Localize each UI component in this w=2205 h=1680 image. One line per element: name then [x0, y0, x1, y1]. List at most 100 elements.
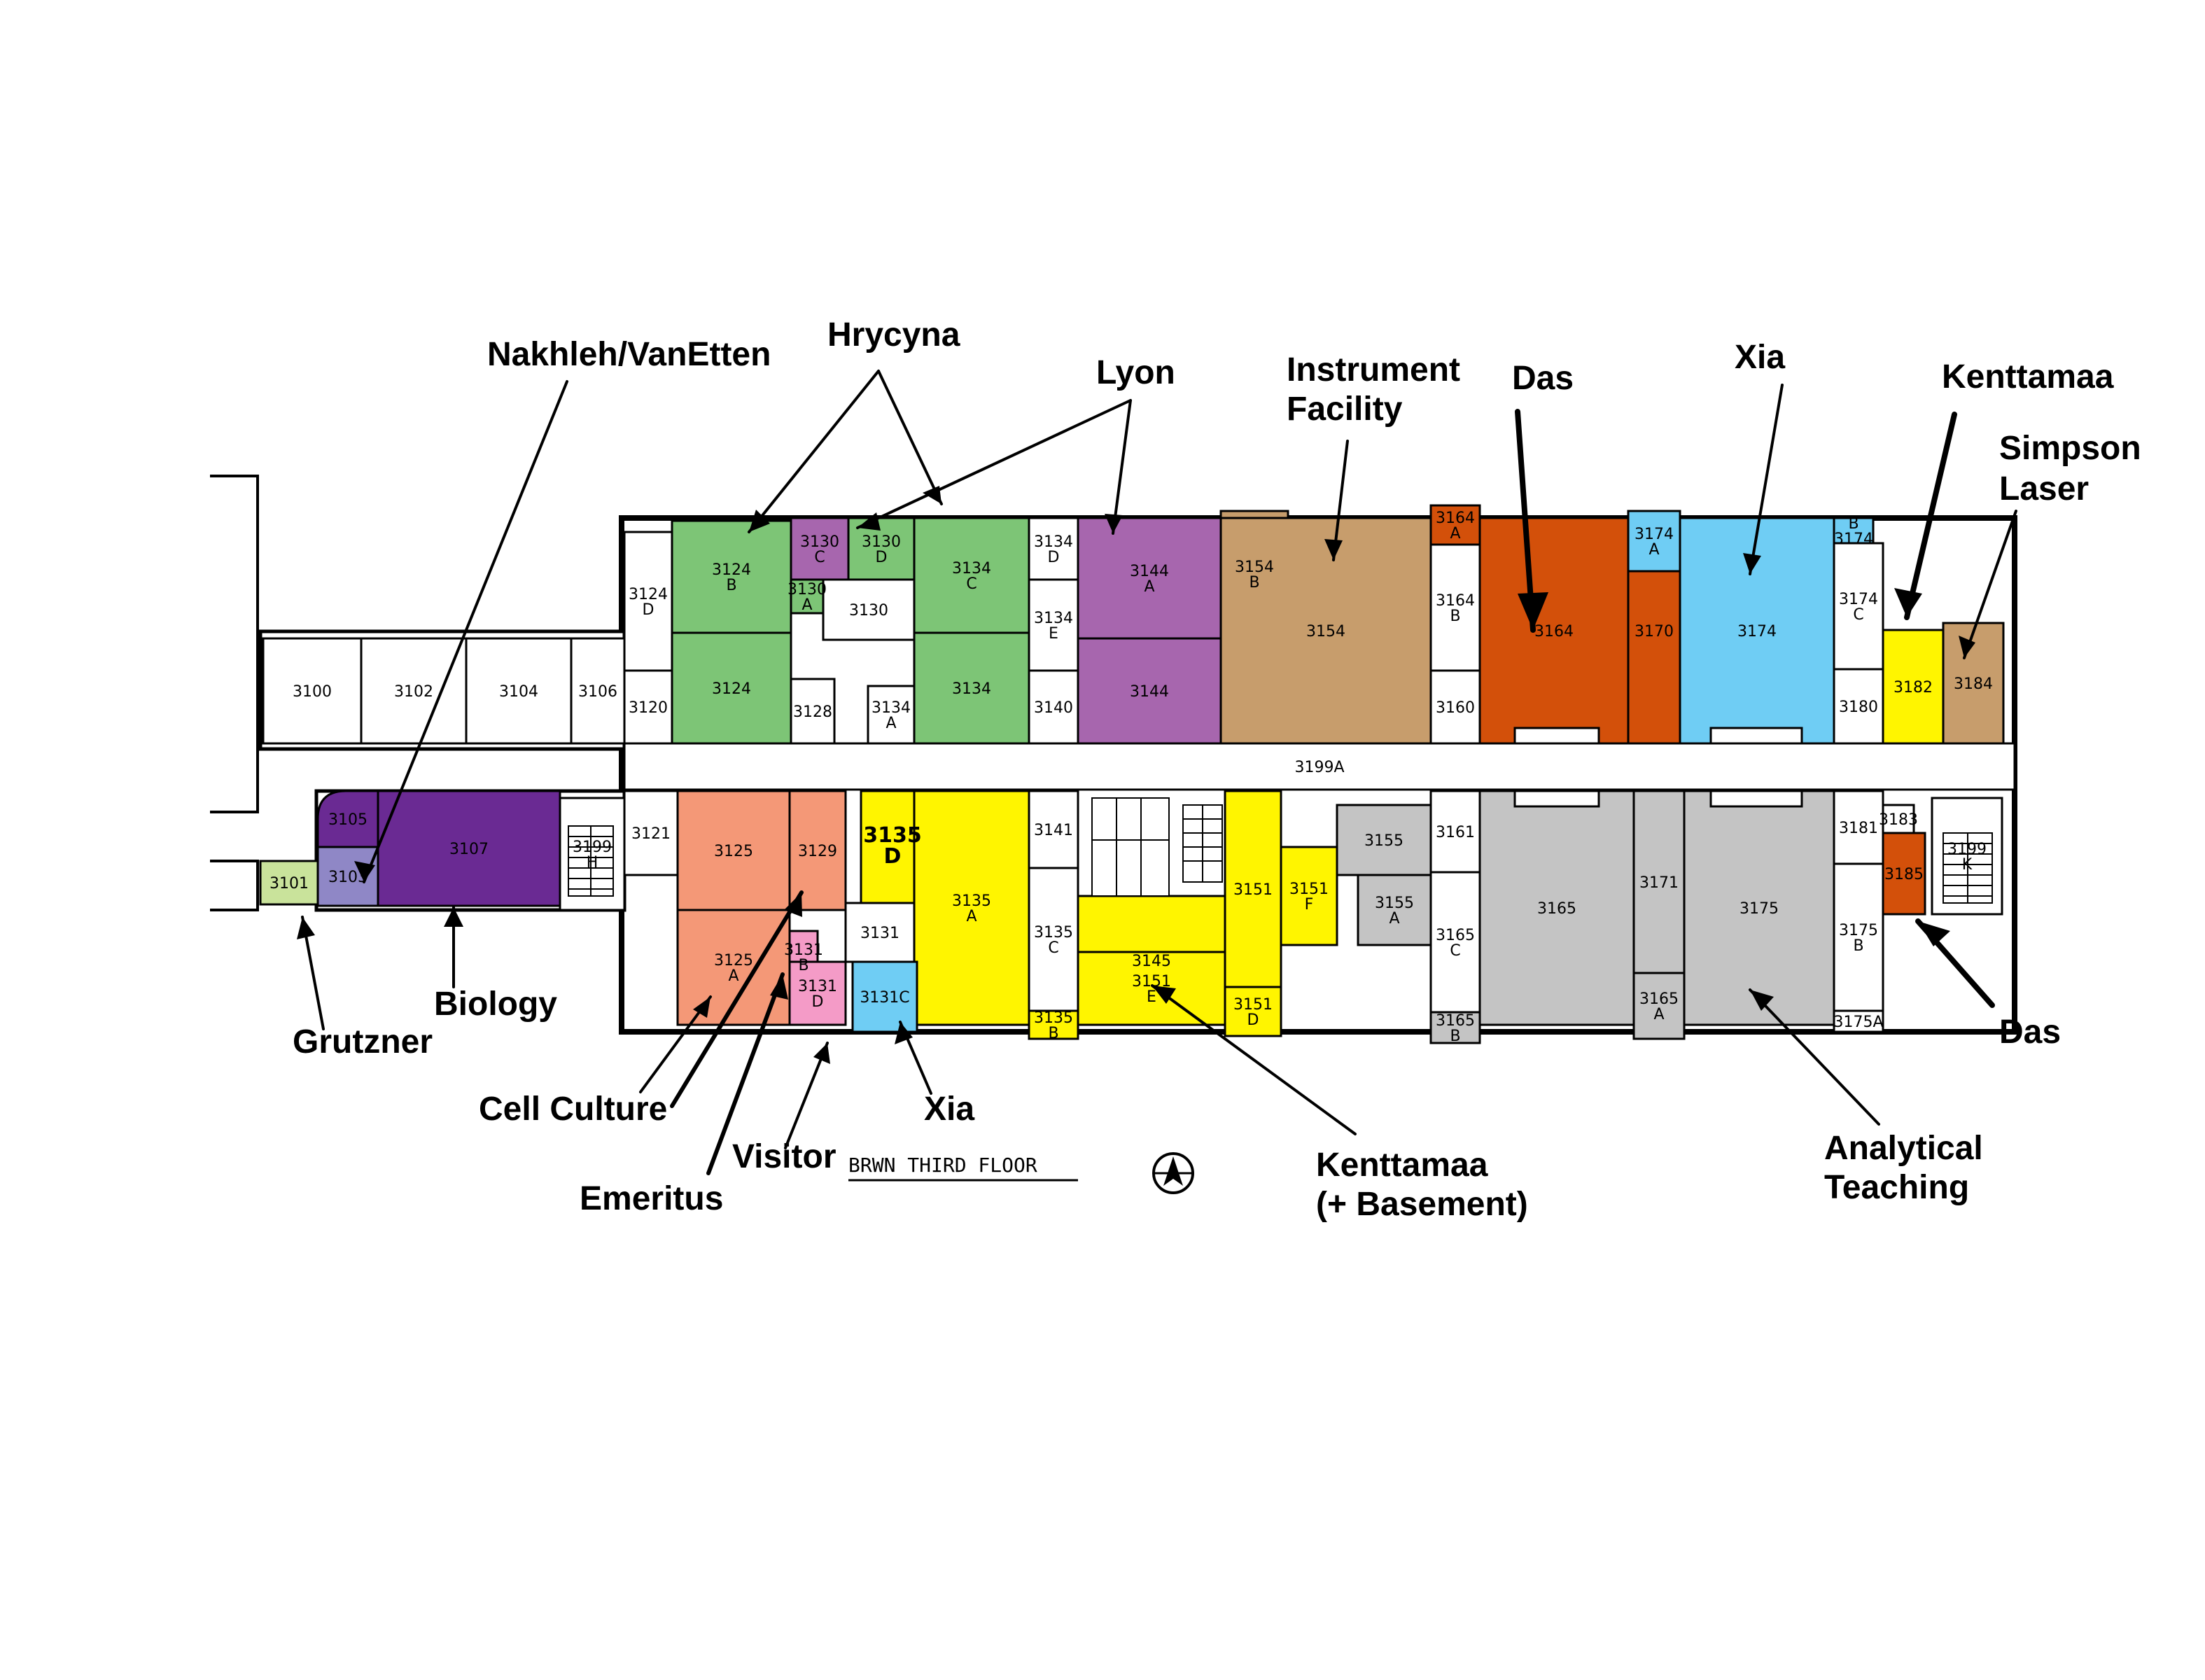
room-label-r3144a-0: 3144 [1130, 563, 1169, 580]
room-label-r3130a-1: A [802, 596, 812, 614]
room-label-r3185: 3185 [1884, 866, 1924, 883]
lab-benches [1513, 727, 1803, 808]
room-label-r3164b-1: B [1450, 608, 1460, 625]
room-label-r3134a-1: A [886, 715, 896, 732]
room-label-r3105: 3105 [328, 811, 368, 829]
room-label-r3184: 3184 [1954, 676, 1993, 693]
room-label-r3151d-0: 3151 [1233, 996, 1273, 1014]
label-simpson-2: Laser [1999, 470, 2089, 507]
room-r3154 [1219, 517, 1432, 745]
room-label-r3155a-0: 3155 [1375, 895, 1414, 912]
room-label-r3130c-0: 3130 [800, 533, 839, 551]
room-label-r3174a-1: A [1648, 541, 1659, 559]
room-label-r3165c-0: 3165 [1436, 927, 1475, 944]
annotation-labels: Nakhleh/VanEtten Hrycyna Lyon Instrument… [293, 316, 2141, 1223]
room-label-r3154b-0: 3154 [1235, 559, 1274, 576]
caption-text: BRWN THIRD FLOOR [848, 1154, 1037, 1177]
room-label-r3171: 3171 [1639, 874, 1679, 892]
label-das-top: Das [1512, 360, 1574, 397]
room-label-r3101: 3101 [270, 875, 309, 892]
room-label-r3174b-0: B [1848, 515, 1858, 533]
room-label-r3164: 3164 [1534, 623, 1574, 640]
room-label-r3106: 3106 [578, 683, 617, 701]
room-r3165c [1429, 871, 1481, 1014]
room-r3144 [1077, 637, 1222, 745]
room-label-r3180: 3180 [1839, 699, 1878, 716]
label-instrument-1: Instrument [1287, 351, 1460, 388]
room-r3103 [316, 846, 379, 907]
room-label-r3131d-1: D [812, 993, 824, 1011]
room-label-r3135d-0: 3135 [863, 823, 922, 848]
room-label-r3151e-1: E [1147, 988, 1156, 1006]
room-label-r3182: 3182 [1893, 679, 1933, 696]
room-label-r3145: 3145 [1132, 953, 1171, 970]
room-r3171 [1632, 790, 1686, 974]
room-label-r3183: 3183 [1879, 811, 1918, 829]
room-r3164a [1429, 504, 1481, 546]
room-label-r3174b-1: 3174 [1834, 531, 1873, 548]
room-r3175 [1683, 790, 1835, 1026]
bottom-rooms [259, 790, 2003, 1044]
room-label-r3131d-0: 3131 [798, 978, 837, 995]
room-label-r3199h-0: 3199 [573, 839, 612, 856]
room-label-r3155a-1: A [1389, 910, 1399, 927]
room-label-r3134e-1: E [1049, 625, 1058, 643]
label-analytical-1: Analytical [1824, 1130, 1983, 1167]
room-label-r3141: 3141 [1034, 822, 1073, 839]
label-cell-culture: Cell Culture [479, 1091, 667, 1128]
room-r3184 [1942, 622, 2005, 745]
room-r3151d [1224, 986, 1282, 1037]
room-label-r3199k-0: 3199 [1947, 841, 1987, 858]
room-r3180 [1833, 668, 1884, 745]
top-rooms [262, 504, 2005, 745]
room-r3174b [1833, 517, 1875, 545]
label-emeritus: Emeritus [580, 1180, 723, 1217]
room-r3124d [623, 531, 673, 672]
label-simpson-1: Simpson [1999, 430, 2141, 467]
room-label-r3155: 3155 [1364, 832, 1404, 850]
room-label-r3135a-0: 3135 [952, 892, 991, 910]
north-arrow-icon [1152, 1152, 1194, 1194]
room-label-r3134d-1: D [1048, 549, 1060, 566]
room-r3130a [790, 578, 825, 615]
room-r3105 [316, 790, 379, 848]
room-label-r3100: 3100 [293, 683, 332, 701]
label-nakhleh: Nakhleh/VanEtten [487, 336, 771, 373]
room-r3130 [822, 578, 916, 641]
room-label-r3135b-1: B [1048, 1025, 1058, 1042]
room-r3151e [1077, 951, 1226, 1026]
room-label-r3131c: 3131C [860, 989, 909, 1007]
room-label-r3135c-1: C [1048, 939, 1058, 957]
room-label-r3174c-1: C [1853, 606, 1863, 624]
room-label-r3164b-0: 3164 [1436, 592, 1475, 610]
arrow-heads [297, 486, 1975, 1064]
room-label-r3151: 3151 [1233, 881, 1273, 899]
room-label-r3144a-1: A [1144, 578, 1154, 596]
room-label-r3102: 3102 [394, 683, 433, 701]
room-label-r3131: 3131 [860, 925, 899, 942]
label-xia-top: Xia [1735, 339, 1785, 376]
room-r3185 [1882, 832, 1926, 916]
room-label-r3175: 3175 [1740, 900, 1779, 918]
room-label-r3165a-1: A [1653, 1006, 1664, 1023]
room-r3164 [1478, 517, 1630, 745]
floor-caption: BRWN THIRD FLOOR [848, 1154, 1078, 1182]
room-r3175a [1833, 1009, 1884, 1033]
room-label-r3134d-0: 3134 [1034, 533, 1073, 551]
room-label-r3161: 3161 [1436, 824, 1475, 841]
room-label-r3130d-1: D [876, 549, 888, 566]
room-label-r3134c-0: 3134 [952, 560, 991, 578]
room-r3140 [1028, 669, 1079, 745]
room-r3134c [913, 517, 1030, 634]
stairwell-center [1182, 804, 1223, 883]
room-label-r3131b-1: B [798, 957, 808, 974]
room-label-r3135d-1: D [884, 844, 902, 869]
room-label-r3130: 3130 [849, 602, 888, 620]
room-r3151f [1280, 846, 1338, 946]
room-label-r3151f-0: 3151 [1289, 881, 1329, 898]
room-label-r3124: 3124 [712, 680, 751, 698]
label-analytical-2: Teaching [1824, 1169, 1969, 1206]
room-label-r3130c-1: C [814, 549, 825, 566]
room-label-r3134c-1: C [966, 575, 976, 593]
